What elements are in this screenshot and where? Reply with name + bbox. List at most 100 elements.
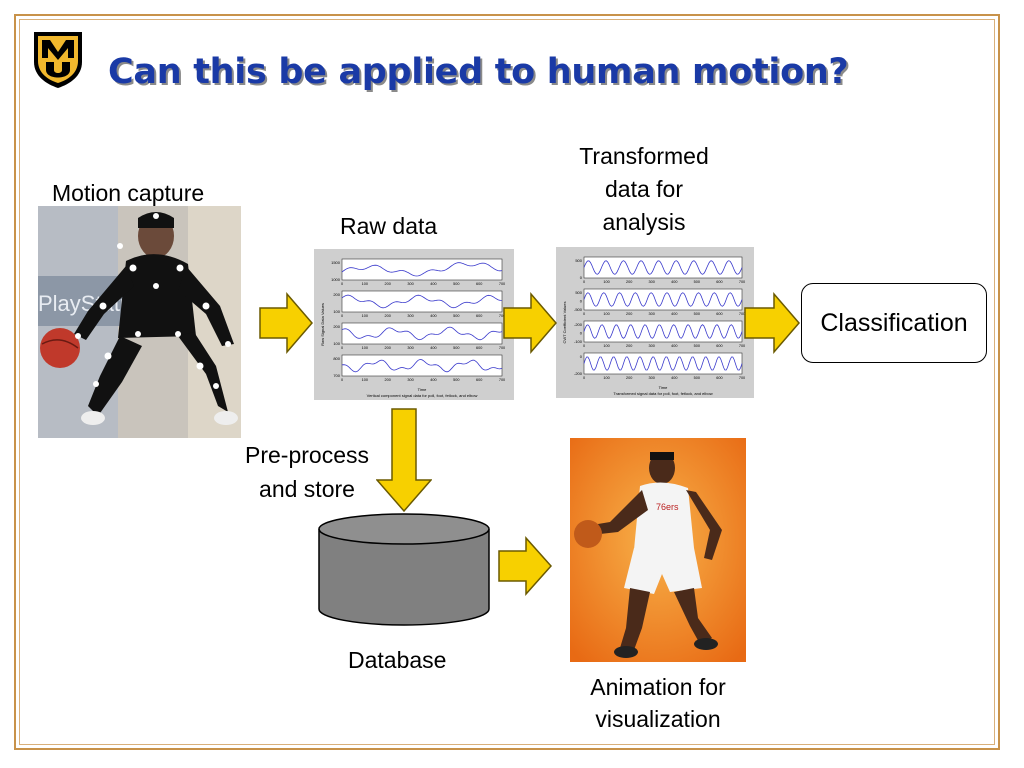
x-tick-label: 0 <box>583 344 585 348</box>
signal-trace <box>341 294 503 309</box>
x-tick-label: 200 <box>385 314 391 318</box>
y-tick-label: 100 <box>333 309 340 314</box>
x-tick-label: 600 <box>476 282 482 286</box>
classification-box: Classification <box>801 283 987 363</box>
x-tick-label: 400 <box>671 344 677 348</box>
x-tick-label: 600 <box>476 346 482 350</box>
y-tick-label: 700 <box>333 373 340 378</box>
x-tick-label: 500 <box>694 312 700 316</box>
x-tick-label: 600 <box>716 344 722 348</box>
x-tick-label: 200 <box>385 282 391 286</box>
x-tick-label: 600 <box>716 312 722 316</box>
plot-caption: Vertical component signal data for poll,… <box>367 393 478 398</box>
x-tick-label: 400 <box>671 312 677 316</box>
arrow-right-transformed-to-classification <box>744 292 800 354</box>
motion-capture-photo: PlayStati <box>38 206 241 438</box>
plot-panel <box>341 290 503 313</box>
y-tick-label: -200 <box>574 322 583 327</box>
x-tick-label: 100 <box>362 282 368 286</box>
x-tick-label: 400 <box>430 314 436 318</box>
x-tick-label: 100 <box>362 314 368 318</box>
x-tick-label: 400 <box>671 280 677 284</box>
x-tick-label: 500 <box>453 378 459 382</box>
transformed-label-line3: analysis <box>602 209 686 235</box>
x-tick-label: 100 <box>603 280 609 284</box>
x-tick-label: 300 <box>649 344 655 348</box>
x-tick-label: 700 <box>739 344 745 348</box>
preprocess-label-line1: Pre-process <box>245 442 369 468</box>
preprocess-label-line2: and store <box>259 476 355 502</box>
signal-trace <box>583 356 743 371</box>
x-tick-label: 0 <box>583 376 585 380</box>
x-tick-label: 200 <box>626 376 632 380</box>
y-tick-label: -200 <box>574 371 583 376</box>
x-tick-label: 300 <box>649 312 655 316</box>
x-tick-label: 700 <box>499 282 505 286</box>
database-cylinder <box>318 513 490 626</box>
arrow-right-raw-to-transformed <box>503 292 557 354</box>
animation-label-line1: Animation for <box>590 674 726 700</box>
x-tick-label: 700 <box>739 376 745 380</box>
plot-caption: Transformed signal data for poll, foot, … <box>613 391 712 396</box>
x-tick-label: 700 <box>739 280 745 284</box>
x-tick-label: 200 <box>626 280 632 284</box>
x-tick-label: 200 <box>626 312 632 316</box>
signal-trace <box>583 324 743 339</box>
university-shield-logo: MU <box>34 32 82 90</box>
database-label: Database <box>348 647 447 673</box>
x-tick-label: 0 <box>341 378 343 382</box>
x-tick-label: 100 <box>362 378 368 382</box>
raw-data-label: Raw data <box>340 213 438 239</box>
x-tick-label: 0 <box>341 282 343 286</box>
logo-lettering: MU <box>58 89 60 90</box>
signal-trace <box>341 262 503 277</box>
motion-capture-label: Motion capture <box>52 180 205 206</box>
y-tick-label: 0 <box>580 299 583 304</box>
arrow-down-raw-to-database <box>376 408 432 512</box>
x-tick-label: 100 <box>362 346 368 350</box>
x-tick-label: 600 <box>476 314 482 318</box>
x-tick-label: 100 <box>603 344 609 348</box>
y-tick-label: 0 <box>580 275 583 280</box>
signal-trace <box>583 292 743 307</box>
x-tick-label: 400 <box>430 346 436 350</box>
x-tick-label: 500 <box>453 314 459 318</box>
y-tick-label: 0 <box>580 354 583 359</box>
y-axis-label: CWT Coefficient Values <box>562 301 567 343</box>
x-tick-label: 300 <box>407 314 413 318</box>
y-tick-label: 500 <box>575 258 582 263</box>
x-tick-label: 200 <box>385 346 391 350</box>
arrow-right-mocap-to-raw <box>259 292 313 354</box>
x-tick-label: 400 <box>671 376 677 380</box>
animation-player-image: 76ers <box>570 438 746 662</box>
x-tick-label: 600 <box>716 280 722 284</box>
x-axis-label: Time <box>659 385 669 390</box>
svg-text:76ers: 76ers <box>656 502 679 512</box>
x-tick-label: 0 <box>583 280 585 284</box>
signal-trace <box>583 260 743 275</box>
slide-border-inner <box>19 19 995 745</box>
x-tick-label: 500 <box>694 344 700 348</box>
x-tick-label: 400 <box>430 282 436 286</box>
signal-trace <box>341 326 503 341</box>
y-tick-label: -500 <box>574 307 583 312</box>
x-tick-label: 700 <box>499 346 505 350</box>
x-axis-label: Time <box>418 387 428 392</box>
x-tick-label: 200 <box>626 344 632 348</box>
plot-panel <box>341 354 503 377</box>
y-axis-label: Raw Signal Data Values <box>320 303 325 346</box>
x-tick-label: 0 <box>341 314 343 318</box>
slide-title: Can this be applied to human motion? <box>108 52 849 92</box>
y-tick-label: 1000 <box>331 277 341 282</box>
x-tick-label: 200 <box>385 378 391 382</box>
y-tick-label: -100 <box>574 339 583 344</box>
x-tick-label: 700 <box>499 378 505 382</box>
x-tick-label: 700 <box>499 314 505 318</box>
arrow-right-database-to-animation <box>498 536 552 596</box>
x-tick-label: 300 <box>407 346 413 350</box>
classification-label: Classification <box>820 308 968 337</box>
y-tick-label: 800 <box>333 356 340 361</box>
